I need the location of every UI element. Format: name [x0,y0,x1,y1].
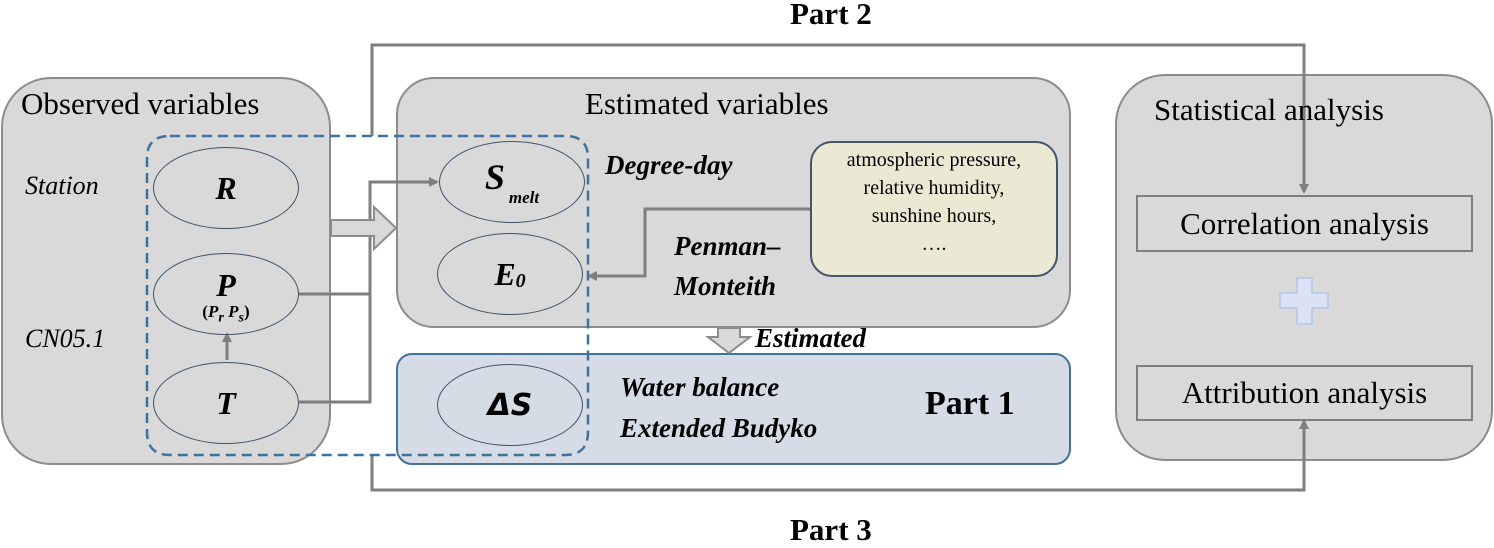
part2-label: Part 2 [790,0,872,31]
attribution-analysis-box: Attribution analysis [1136,365,1473,421]
ps-sub: s [238,309,245,326]
smelt-sub: melt [508,188,540,207]
delta-s-label: ΔS [487,387,533,423]
part1-label: Part 1 [925,385,1015,422]
penman-label-line2: Monteith [674,271,777,301]
pr-sub: r [218,309,224,326]
paren-open: ( [202,302,208,322]
statistical-analysis-title: Statistical analysis [1154,92,1384,127]
estimated-to-part1-arrow [705,327,753,355]
variable-group-dashed-outline [145,134,590,457]
variable-p-components: (Pr Ps) [202,303,249,325]
attribution-analysis-label: Attribution analysis [1181,375,1428,410]
estimated-arrow-label: Estimated [755,323,867,353]
ps-label: P [228,302,239,322]
inputs-list: atmospheric pressure, relative humidity,… [810,146,1058,258]
input-item: atmospheric pressure, [846,149,1022,171]
e0-main: E [494,255,516,292]
observed-variables-title: Observed variables [21,86,260,121]
part3-label: Part 3 [790,512,872,547]
inputs-box [810,141,1058,277]
input-item: …. [921,233,947,255]
part3-connector [370,419,1309,492]
paren-close: ) [244,302,250,322]
source-station: Station [25,171,99,200]
penman-label-line1: Penman– [674,231,781,261]
plus-icon [1279,277,1329,325]
variable-delta-s: ΔS [437,364,583,446]
variable-p: P (Pr Ps) [153,253,299,335]
estimated-variables-title: Estimated variables [585,86,829,121]
variable-p-label: P [216,267,236,304]
variable-t: T [153,362,299,444]
pr-label: P [207,302,219,322]
extended-budyko-label: Extended Budyko [620,413,818,443]
input-item: relative humidity, [863,177,1005,199]
variable-smelt: S melt [439,141,585,223]
variable-e0: E 0 [437,233,583,315]
correlation-analysis-box: Correlation analysis [1136,195,1473,252]
t-to-smelt-connector [299,177,439,404]
variable-t-label: T [216,384,236,421]
observed-to-estimated-arrow [330,204,398,252]
smelt-main: S [484,157,505,197]
variable-r-label: R [215,169,237,206]
degree-day-label: Degree-day [605,150,733,180]
water-balance-label: Water balance [620,372,780,402]
source-cn05: CN05.1 [25,324,106,353]
variable-r: R [153,147,299,229]
correlation-analysis-label: Correlation analysis [1180,205,1429,241]
input-item: sunshine hours, [871,205,997,227]
inputs-to-e0-connector [587,207,810,281]
e0-sub: 0 [515,269,526,292]
part2-connector [370,43,1309,194]
